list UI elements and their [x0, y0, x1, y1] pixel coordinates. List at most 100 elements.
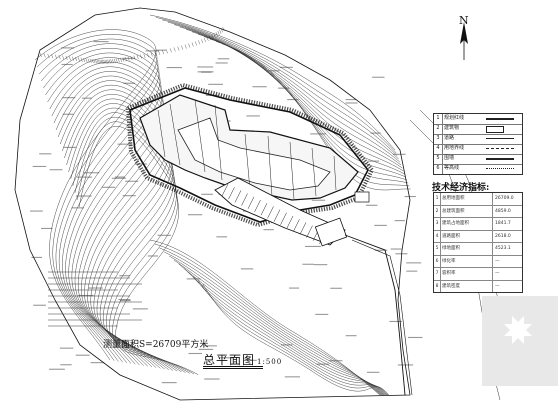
landscape-strip: [125, 82, 375, 228]
elevation-mark: [198, 348, 214, 350]
elevation-mark: [187, 214, 203, 216]
elevation-mark: [101, 186, 116, 188]
slope-tick: [51, 54, 54, 59]
elevation-mark: [374, 249, 388, 251]
legend-num: 1: [434, 114, 443, 124]
parking-stall-line: [267, 206, 274, 219]
parking-stall-line: [241, 193, 248, 206]
elevation-mark: [330, 287, 342, 289]
elevation-mark: [88, 287, 103, 289]
contour-line: [215, 41, 409, 184]
elevation-mark: [204, 378, 220, 380]
elevation-mark: [365, 204, 378, 206]
elevation-mark: [119, 275, 131, 277]
elevation-mark: [305, 245, 321, 248]
tech-value: —: [492, 255, 522, 267]
elevation-mark: [114, 176, 126, 178]
tech-value: 4523.1: [492, 243, 522, 255]
elevation-mark: [367, 160, 380, 162]
survey-area-note: 测量面积S=26709平方米: [103, 340, 209, 350]
tech-num: 4: [434, 230, 441, 242]
slope-tick: [188, 43, 191, 48]
elevation-mark: [287, 99, 299, 101]
contour-line: [167, 21, 399, 160]
elevation-mark: [147, 255, 159, 257]
slope-tick: [211, 34, 214, 39]
elevation-mark: [125, 180, 139, 182]
contour-line: [149, 14, 396, 151]
slope-tick: [99, 59, 102, 64]
slope-tick: [140, 54, 142, 59]
tech-value: 26709.0: [492, 193, 522, 205]
slope-tick: [191, 42, 194, 47]
parking-stall-line: [273, 209, 281, 222]
slope-tick: [198, 40, 201, 45]
south-road-edge: [351, 239, 413, 396]
elevation-mark: [90, 362, 105, 364]
watermark-logo: [482, 296, 558, 386]
legend-label: 建筑物: [444, 125, 460, 131]
elevation-mark: [394, 220, 405, 222]
elevation-mark: [280, 344, 293, 346]
elevation-mark: [134, 163, 147, 165]
contour-line: [183, 267, 386, 396]
slope-tick: [215, 32, 218, 37]
parking-stall-line: [254, 199, 261, 213]
contour-line: [55, 75, 167, 368]
slope-tick: [108, 59, 111, 64]
contour-line: [154, 243, 381, 396]
drawing-notes: [48, 271, 142, 327]
elevation-mark: [406, 262, 422, 264]
elevation-mark: [315, 313, 329, 315]
tech-num: 8: [434, 280, 441, 292]
slope-tick: [104, 59, 107, 64]
elevation-mark: [155, 49, 166, 51]
elevation-mark: [246, 359, 257, 361]
slope-tick: [136, 55, 139, 60]
slope-tick: [98, 59, 100, 64]
legend-symbol: [486, 118, 514, 120]
contour-line: [76, 121, 195, 375]
slope-tick: [112, 59, 114, 64]
tech-num: 1: [434, 193, 441, 205]
slope-tick: [93, 59, 96, 64]
site-red-line: [129, 87, 369, 223]
elevation-mark: [345, 102, 358, 104]
tech-value: —: [492, 268, 522, 280]
auxiliary-building: [314, 217, 348, 247]
elevation-mark: [81, 97, 92, 99]
slope-tick: [55, 54, 57, 59]
elevation-mark: [157, 234, 171, 236]
contour-line: [53, 71, 166, 367]
legend-table: 1 规划红线 2 建筑物 3 道路 4 用地界线 5 围墙 6 等高线: [433, 113, 523, 175]
tech-value: 4859.0: [492, 205, 522, 217]
elevation-mark: [310, 133, 326, 135]
elevation-mark: [345, 335, 357, 337]
slope-tick: [162, 50, 164, 55]
slope-tick: [166, 49, 168, 54]
elevation-mark: [75, 195, 92, 197]
elevation-mark: [188, 352, 202, 355]
contour-line: [202, 283, 389, 396]
tech-indicators-table: 1 总用地面积 26709.0 2 总建筑面积 4859.0 3 建筑占地面积 …: [433, 192, 523, 293]
slope-tick: [124, 57, 127, 62]
slope-tick: [77, 57, 80, 62]
parking-stall-line: [306, 225, 313, 238]
legend-label: 围墙: [444, 155, 455, 161]
legend-num: 6: [434, 164, 443, 174]
elevation-mark: [32, 165, 47, 168]
slope-tick: [120, 57, 122, 63]
slope-tick: [209, 35, 212, 40]
tech-value: 2618.0: [492, 230, 522, 242]
slope-tick: [147, 53, 149, 58]
parking-stall-line: [293, 219, 300, 232]
slope-tick: [206, 36, 209, 41]
elevation-mark: [33, 304, 46, 306]
legend-symbol: [486, 168, 514, 169]
elevation-mark: [345, 99, 356, 101]
elevation-mark: [367, 371, 380, 373]
contour-line: [209, 38, 408, 181]
tech-row: 7 容积率 —: [434, 268, 522, 281]
contour-line: [45, 52, 162, 364]
